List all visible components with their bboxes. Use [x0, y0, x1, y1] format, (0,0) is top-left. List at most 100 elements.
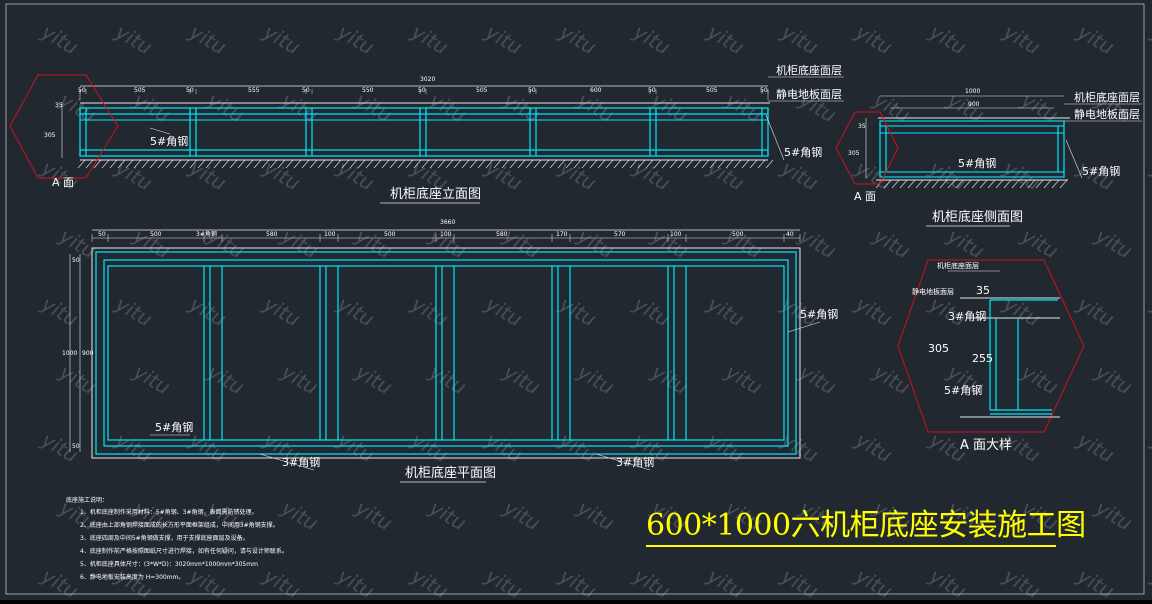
hatch-line [1051, 179, 1060, 189]
plan-segment-dim: 100 [324, 231, 336, 238]
watermark-text: yitu [573, 223, 619, 263]
hatch-line [77, 159, 86, 169]
elevation-segment-dim: 600 [590, 87, 602, 94]
elevation-ground-hatch [77, 159, 774, 169]
watermark-text: yitu [425, 223, 471, 263]
watermark-text: yitu [185, 155, 231, 195]
watermark-text: yitu [407, 427, 453, 467]
hatch-line [421, 159, 430, 169]
hatch-line [501, 159, 510, 169]
plan-segment-dim: 580 [266, 231, 278, 238]
side-view: 1000 900 35 305 机柜底座面层 静电地板面层 5#角钢 5#角钢 … [835, 88, 1142, 227]
hatch-line [741, 159, 750, 169]
section-a-hexagon [9, 74, 119, 179]
detail-angle-bottom-label: 5#角钢 [944, 384, 982, 397]
watermark-text: yitu [703, 427, 749, 467]
watermark-text: yitu [111, 19, 157, 59]
elevation-bottom-beam [79, 149, 769, 157]
watermark-text: yitu [1017, 359, 1063, 399]
drawing-title-underline [646, 545, 1056, 547]
hatch-line [197, 159, 206, 169]
watermark-text: yitu [1091, 495, 1137, 535]
hatch-line [629, 159, 638, 169]
plan-caption: 机柜底座平面图 [405, 465, 496, 481]
plan-angle-bottom-left-label: 5#角钢 [155, 421, 193, 434]
hatch-line [979, 179, 988, 189]
elevation-segment-dim: 505 [134, 87, 146, 94]
watermark-text: yitu [943, 223, 989, 263]
watermark-text: yitu [1147, 427, 1152, 467]
watermark-text: yitu [333, 155, 379, 195]
elevation-segment-dim: 505 [706, 87, 718, 94]
watermark-text: yitu [425, 87, 471, 127]
watermark-text: yitu [851, 427, 897, 467]
side-caption: 机柜底座侧面图 [932, 209, 1023, 225]
hatch-line [1027, 179, 1036, 189]
hatch-line [765, 159, 774, 169]
hatch-line [733, 159, 742, 169]
hatch-line [573, 159, 582, 169]
side-height-dim-a: 35 [858, 123, 866, 130]
hatch-line [125, 159, 134, 169]
elevation-floor-layer-label: 静电地板面层 [776, 87, 842, 101]
plan-left-dim-c: 900 [82, 350, 94, 357]
hatch-line [995, 179, 1004, 189]
hatch-line [1003, 179, 1012, 189]
hatch-line [389, 159, 398, 169]
watermark-text: yitu [407, 19, 453, 59]
elevation-angle-right-label: 5#角钢 [784, 146, 822, 159]
watermark-text: yitu [1091, 359, 1137, 399]
leader-line [149, 127, 171, 135]
side-inner-dim: 900 [968, 101, 980, 108]
hatch-line [589, 159, 598, 169]
hatch-line [317, 159, 326, 169]
side-height-dim-b: 305 [848, 150, 860, 157]
hatch-line [725, 159, 734, 169]
watermark-text: yitu [777, 19, 823, 59]
side-total-dim: 1000 [965, 88, 980, 95]
watermark-text: yitu [499, 359, 545, 399]
watermark-text: yitu [425, 359, 471, 399]
watermark-text: yitu [481, 19, 527, 59]
hatch-line [717, 159, 726, 169]
drawing-title: 600*1000六机柜底座安装施工图 [646, 508, 1086, 543]
elevation-height-dim-b: 305 [44, 132, 56, 139]
leader-line [595, 453, 651, 471]
hatch-line [157, 159, 166, 169]
watermark-text: yitu [277, 359, 323, 399]
hatch-line [165, 159, 174, 169]
hatch-line [971, 179, 980, 189]
hatch-line [373, 159, 382, 169]
plan-segment-dim: 100 [440, 231, 452, 238]
hatch-line [685, 159, 694, 169]
hatch-line [85, 159, 94, 169]
elevation-total-dim: 3020 [420, 76, 435, 83]
watermark-text: yitu [129, 359, 175, 399]
hatch-line [899, 179, 908, 189]
elevation-section-mark: A 面 [52, 176, 74, 189]
watermark-text: yitu [721, 223, 767, 263]
notes-item: 2、底座由上部角钢焊接面成的长方形平面框架组成，中间用3#角钢支撑。 [80, 521, 279, 529]
hatch-line [581, 159, 590, 169]
elevation-segment-dim: 50 [760, 87, 768, 94]
hatch-line [549, 159, 558, 169]
plan-outer-frame [95, 251, 797, 455]
hatch-line [963, 179, 972, 189]
plan-bottom-label-b: 3#角钢 [616, 456, 654, 469]
detail-caption: A 面大样 [960, 438, 1012, 453]
watermark-text: yitu [351, 87, 397, 127]
hatch-line [915, 179, 924, 189]
watermark-text: yitu [259, 155, 305, 195]
hatch-line [205, 159, 214, 169]
watermark-text: yitu [203, 87, 249, 127]
leader-line [1065, 139, 1083, 179]
hatch-line [445, 159, 454, 169]
watermark-text: yitu [351, 359, 397, 399]
hatch-line [245, 159, 254, 169]
watermark-text: yitu [277, 495, 323, 535]
